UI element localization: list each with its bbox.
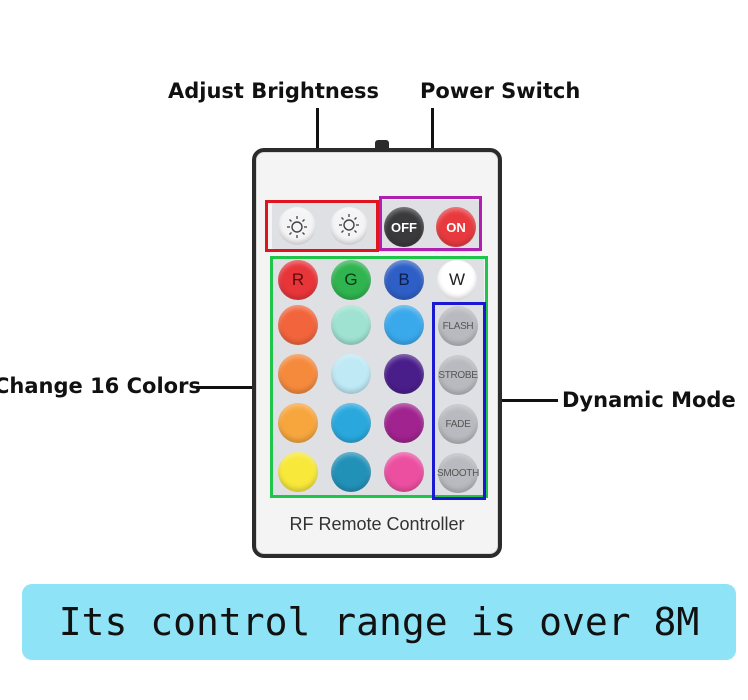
color-button-g[interactable]: G [331, 260, 371, 300]
dynamic-mode-label: Dynamic Mode [562, 388, 736, 412]
power-on-button[interactable]: ON [436, 207, 476, 247]
range-banner: Its control range is over 8M [22, 584, 736, 660]
mode-button-flash[interactable]: FLASH [438, 306, 478, 346]
color-swatch-button[interactable] [278, 403, 318, 443]
brightness-highlight-box [265, 200, 379, 252]
mode-button-smooth[interactable]: SMOOTH [437, 453, 479, 493]
power-highlight-box [379, 196, 482, 251]
color-swatch-button[interactable] [331, 354, 371, 394]
color-swatch-button[interactable] [278, 305, 318, 345]
color-swatch-button[interactable] [384, 305, 424, 345]
power-off-button[interactable]: OFF [384, 207, 424, 247]
color-swatch-button[interactable] [278, 354, 318, 394]
color-swatch-button[interactable] [331, 452, 371, 492]
color-swatch-button[interactable] [331, 305, 371, 345]
brightness-down-button[interactable] [278, 207, 316, 245]
colors-highlight-box [270, 256, 488, 498]
color-button-b[interactable]: B [384, 260, 424, 300]
adjust-brightness-label: Adjust Brightness [168, 79, 380, 103]
mode-button-strobe[interactable]: STROBE [438, 355, 478, 395]
color-swatch-button[interactable] [331, 403, 371, 443]
power-switch-label: Power Switch [420, 79, 581, 103]
brightness-up-icon [339, 214, 359, 236]
color-swatch-button[interactable] [384, 452, 424, 492]
color-button-r[interactable]: R [278, 260, 318, 300]
change-colors-label: Change 16 Colors [0, 374, 201, 398]
color-swatch-button[interactable] [384, 354, 424, 394]
modes-highlight-box [432, 302, 486, 500]
color-swatch-button[interactable] [278, 452, 318, 492]
remote-notch [375, 140, 389, 150]
brightness-up-button[interactable] [330, 207, 368, 245]
remote-footer-text: RF Remote Controller [289, 514, 465, 534]
mode-button-fade[interactable]: FADE [438, 404, 478, 444]
modes-callout-line [486, 399, 558, 402]
range-banner-text: Its control range is over 8M [58, 600, 700, 644]
color-button-w[interactable]: W [437, 260, 477, 300]
brightness-down-icon [287, 216, 307, 238]
color-swatch-button[interactable] [384, 403, 424, 443]
